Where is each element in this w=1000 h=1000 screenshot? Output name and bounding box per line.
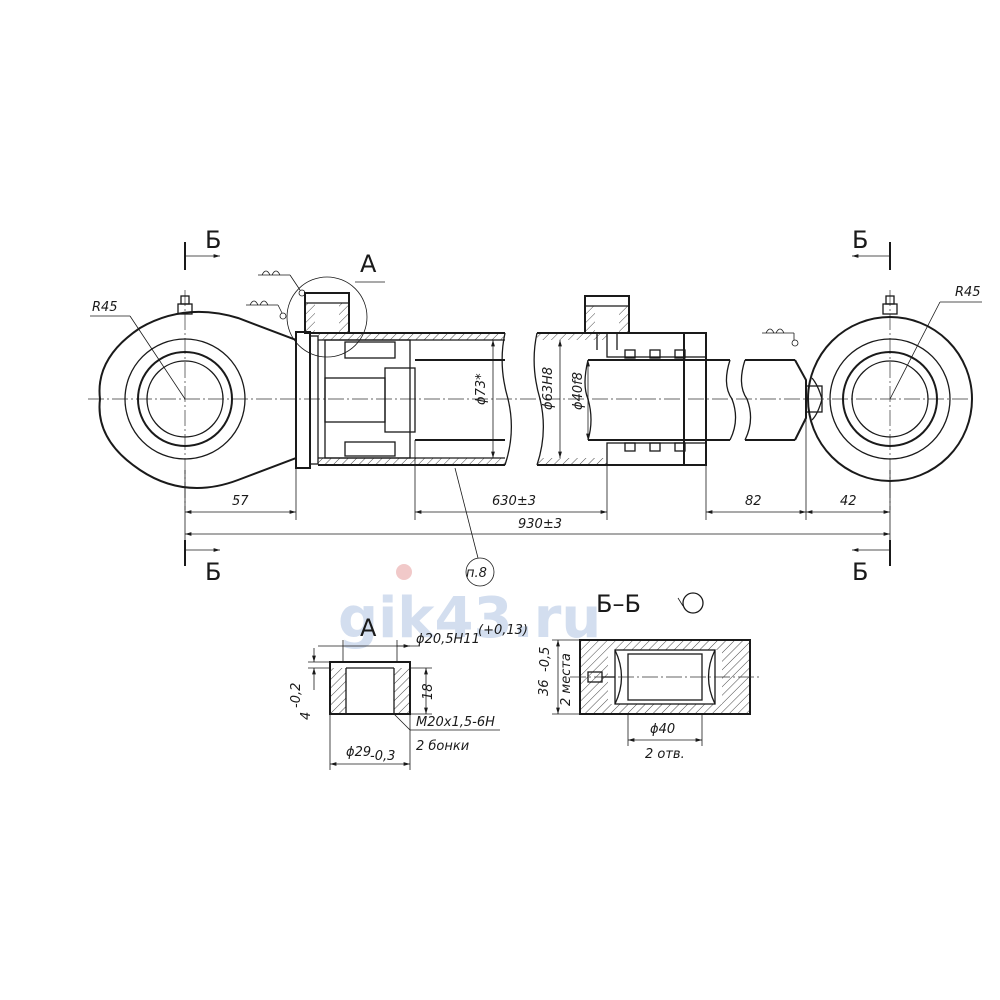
detail-a-title: А: [360, 614, 377, 642]
piston-seal-bottom: [344, 441, 396, 457]
radius-left: R45: [92, 300, 118, 315]
width-36: 36: [537, 679, 552, 696]
width-tol: -0,5: [538, 647, 553, 672]
left-grease-nipple: [180, 295, 190, 305]
dim-930: 930±3: [518, 517, 562, 532]
section-mark-br: Б: [852, 558, 868, 586]
dim-630: 630±3: [492, 494, 536, 509]
dim-42: 42: [840, 494, 857, 509]
break-line-right: [533, 332, 545, 466]
dia-73-label: ϕ73*: [474, 373, 489, 405]
detail-a: А ϕ20,5H11 (+0,13) 18 M20x1,5-6H 2 бонки…: [289, 614, 528, 770]
port-left: [304, 292, 350, 334]
left-eye-bore-inner: [146, 360, 224, 438]
watermark-dot: [396, 564, 412, 580]
boss-count: 2 бонки: [416, 739, 469, 754]
thread-spec: M20x1,5-6H: [416, 715, 495, 730]
section-mark-tr: Б: [852, 226, 868, 254]
section-bb-title: Б–Б: [596, 590, 641, 618]
rod: [415, 359, 823, 441]
piston: [324, 339, 416, 459]
height-4: 4: [299, 712, 314, 720]
depth-18: 18: [421, 683, 436, 700]
left-eye: [98, 295, 297, 489]
bore-tol: (+0,13): [478, 623, 528, 638]
section-bb: Б–Б 36 -0,5 2 места ϕ40 2 отв.: [537, 590, 760, 762]
horizontal-dimensions: 57 630±3 82 42 930±3: [184, 418, 891, 560]
dim-57: 57: [232, 494, 249, 509]
dia-40-label: ϕ40f8: [571, 372, 586, 410]
main-view: А R45 R45: [88, 226, 982, 587]
radius-right: R45: [955, 285, 981, 300]
left-eye-bore-outer: [124, 338, 246, 460]
gland: [606, 332, 707, 466]
bore-dia: ϕ20,5H11: [416, 632, 480, 647]
detail-a-circle: [286, 276, 368, 358]
places-count: 2 места: [559, 653, 574, 706]
left-eye-outline: [98, 310, 297, 489]
cylinder-barrel: [318, 332, 706, 466]
height-tol: -0,2: [289, 683, 304, 708]
section-marks: Б Б Б Б: [184, 226, 891, 586]
rear-cap: [309, 335, 319, 465]
outer-tol: -0,3: [370, 749, 395, 764]
detail-a-mark: А: [360, 250, 377, 278]
weld-symbols: [246, 270, 799, 347]
piston-seal-top: [344, 341, 396, 359]
section-mark-tl: Б: [205, 226, 221, 254]
outer-dia: ϕ29: [346, 745, 371, 760]
break-line-left: [501, 332, 513, 466]
section-mark-bl: Б: [205, 558, 221, 586]
left-eye-bearing: [137, 351, 233, 447]
callout-circle: [465, 557, 495, 587]
rotation-icon: [682, 592, 704, 614]
hole-dia: ϕ40: [650, 722, 675, 737]
dia-63-label: ϕ63H8: [541, 367, 556, 410]
port-right: [584, 295, 630, 350]
callout-label: п.8: [466, 566, 487, 581]
holes-count: 2 отв.: [645, 747, 685, 762]
dim-82: 82: [745, 494, 762, 509]
